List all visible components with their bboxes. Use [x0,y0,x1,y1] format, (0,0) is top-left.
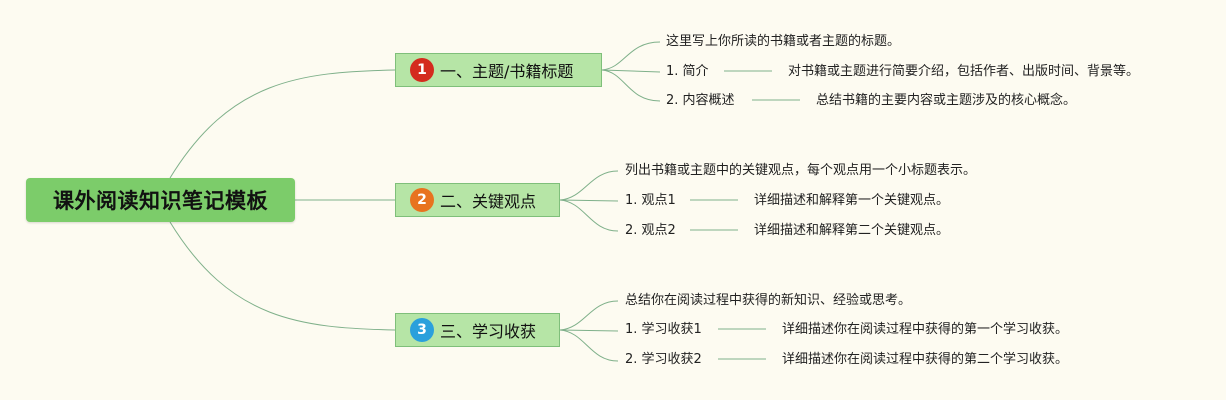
branch-1-item-2-line [601,69,661,102]
branch-2-summary-line [559,170,619,201]
branch-2-topic[interactable]: 2 二、关键观点 [395,183,560,217]
branch-1-summary[interactable]: 这里写上你所读的书籍或者主题的标题。 [666,34,901,49]
branch-1-item-1-line [601,69,661,73]
number-1-badge-icon: 1 [410,58,434,82]
branch-2-summary[interactable]: 列出书籍或主题中的关键观点，每个观点用一个小标题表示。 [625,163,977,178]
branch-2-title: 二、关键观点 [440,192,537,211]
branch-3-item-1-line [559,329,619,332]
root-title: 课外阅读知识笔记模板 [53,189,268,213]
number-2-badge-icon: 2 [410,188,434,212]
branch-1-item-1-label[interactable]: 1. 简介 [666,64,709,79]
branch-2-item-1-label[interactable]: 1. 观点1 [625,193,676,208]
branch-1-summary-line [601,41,661,71]
branch-2-item-1-detail[interactable]: 详细描述和解释第一个关键观点。 [754,193,950,208]
branch-3-summary[interactable]: 总结你在阅读过程中获得的新知识、经验或思考。 [625,293,912,308]
root-topic[interactable]: 课外阅读知识笔记模板 [26,178,295,222]
branch-3-title: 三、学习收获 [440,322,537,341]
branch-2-item-2-label[interactable]: 2. 观点2 [625,223,676,238]
branch-3-item-2-label[interactable]: 2. 学习收获2 [625,352,702,367]
branch-1-item-2-label[interactable]: 2. 内容概述 [666,93,735,108]
branch-3-summary-line [559,300,619,331]
branch-1-topic[interactable]: 1 一、主题/书籍标题 [395,53,602,87]
branch-2-item-2-detail[interactable]: 详细描述和解释第二个关键观点。 [754,223,950,238]
number-3-badge-icon: 3 [410,318,434,342]
branch-1-item-2-detail[interactable]: 总结书籍的主要内容或主题涉及的核心概念。 [816,93,1077,108]
branch-2-item-1-line [559,199,619,202]
branch-3-topic[interactable]: 3 三、学习收获 [395,313,560,347]
branch-1-item-1-detail[interactable]: 对书籍或主题进行简要介绍，包括作者、出版时间、背景等。 [788,64,1140,79]
branch-1-title: 一、主题/书籍标题 [440,62,574,81]
root-to-branch-1-line [169,69,396,179]
branch-3-item-1-label[interactable]: 1. 学习收获1 [625,322,702,337]
branch-2-item-2-line [559,199,619,232]
branch-3-item-1-detail[interactable]: 详细描述你在阅读过程中获得的第一个学习收获。 [782,322,1069,337]
branch-3-item-2-line [559,329,619,362]
branch-3-item-2-detail[interactable]: 详细描述你在阅读过程中获得的第二个学习收获。 [782,352,1069,367]
root-to-branch-3-line [169,221,396,331]
